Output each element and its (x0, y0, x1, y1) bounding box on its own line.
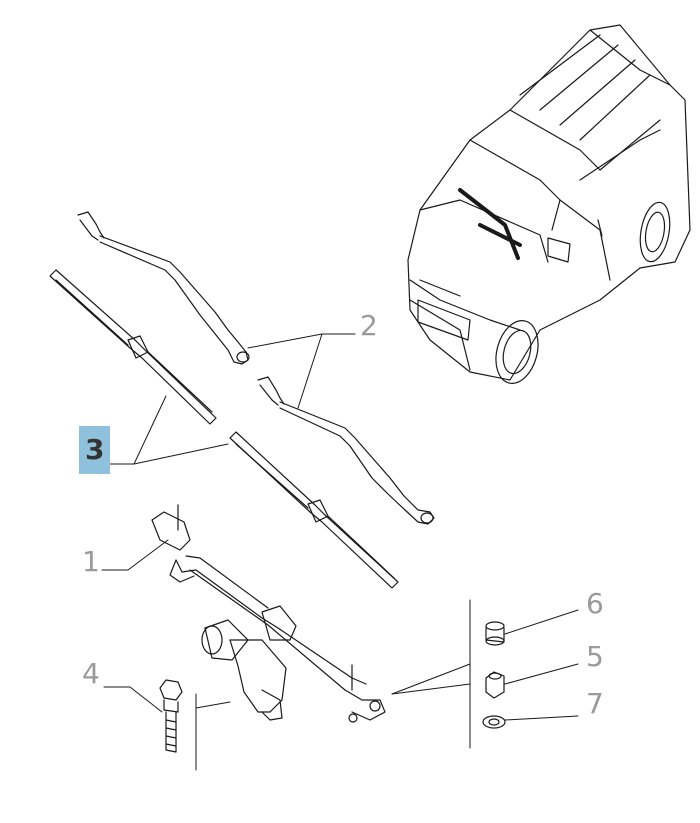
wiper-arm-upper[interactable] (77, 211, 250, 365)
wiper-arm-lower[interactable] (257, 376, 435, 525)
callout-screw[interactable]: 4 (82, 657, 100, 690)
washer-part[interactable] (482, 715, 506, 729)
vehicle-illustration (407, 24, 691, 384)
screw-part[interactable] (159, 679, 183, 753)
callout-cap[interactable]: 6 (586, 587, 604, 620)
leader-lines (101, 333, 579, 771)
callout-washer[interactable]: 7 (586, 687, 604, 720)
wiper-blade-upper[interactable] (49, 269, 217, 425)
callout-wiper-blades[interactable]: 3 (79, 426, 111, 474)
wiper-blade-lower[interactable] (229, 431, 399, 589)
callout-nut[interactable]: 5 (586, 640, 604, 673)
callout-wiper-arms[interactable]: 2 (360, 309, 378, 342)
wiper-linkage-assembly[interactable] (151, 504, 386, 723)
callout-linkage-assembly[interactable]: 1 (82, 545, 100, 578)
cap-part[interactable] (485, 621, 505, 646)
nut-part[interactable] (485, 671, 505, 699)
